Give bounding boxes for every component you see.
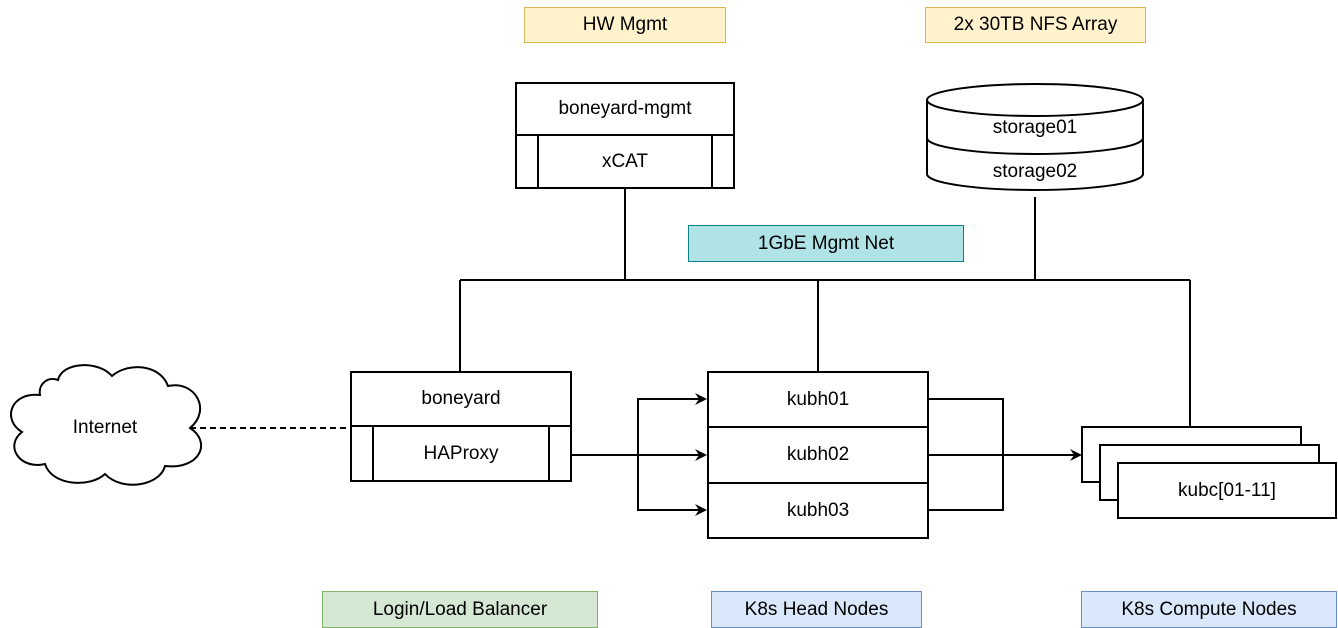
- mgmt-net-label: 1GbE Mgmt Net: [688, 225, 964, 262]
- login-service-box[interactable]: HAProxy: [350, 425, 572, 482]
- mgmt-host-label: boneyard-mgmt: [558, 98, 692, 119]
- head-node-kubh03[interactable]: kubh03: [707, 482, 929, 539]
- login-host-box[interactable]: boneyard: [350, 371, 572, 427]
- hw-mgmt-label: HW Mgmt: [524, 7, 726, 43]
- mgmt-service-label: xCAT: [601, 150, 649, 172]
- storage-cylinder-icon: [926, 83, 1144, 191]
- kubh03-label: kubh03: [786, 499, 850, 521]
- storage02-label: storage02: [992, 161, 1078, 182]
- nfs-array-label: 2x 30TB NFS Array: [925, 7, 1146, 43]
- compute-nodes-label: K8s Compute Nodes: [1081, 591, 1337, 628]
- mgmt-host-box[interactable]: boneyard-mgmt: [515, 82, 735, 136]
- head-node-kubh01[interactable]: kubh01: [707, 371, 929, 428]
- internet-cloud-icon: [10, 364, 202, 486]
- storage01-label: storage01: [992, 117, 1078, 138]
- login-host-label: boneyard: [421, 388, 501, 409]
- internet-label: Internet: [72, 417, 138, 438]
- head-nodes-label: K8s Head Nodes: [711, 591, 922, 628]
- haproxy-to-kubh03-arrow: [637, 455, 707, 516]
- login-lb-label: Login/Load Balancer: [322, 591, 598, 628]
- head-node-kubh02[interactable]: kubh02: [707, 426, 929, 484]
- compute-node-box[interactable]: kubc[01-11]: [1117, 462, 1337, 519]
- mgmt-service-box[interactable]: xCAT: [515, 134, 735, 189]
- kubh02-label: kubh02: [786, 444, 850, 465]
- login-service-label: HAProxy: [423, 442, 499, 464]
- compute-node-label: kubc[01-11]: [1178, 479, 1276, 501]
- kubh01-label: kubh01: [786, 388, 850, 410]
- haproxy-to-kubh01-arrow: [637, 393, 707, 455]
